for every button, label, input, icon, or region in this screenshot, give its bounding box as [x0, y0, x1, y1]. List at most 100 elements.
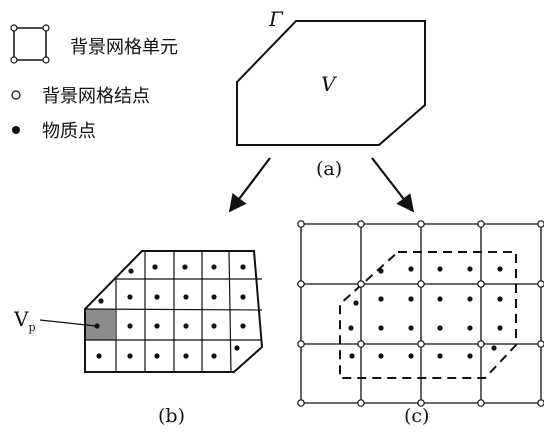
- panel-b-label: (b): [158, 405, 185, 427]
- grid-node: [537, 399, 544, 407]
- grid-node: [477, 399, 485, 407]
- grid-node: [537, 280, 544, 288]
- panel-c-grid-nodes: [297, 220, 544, 407]
- panel-c-label: (c): [404, 405, 429, 427]
- grid-node: [297, 280, 305, 288]
- material-point: [154, 323, 160, 329]
- grid-node: [477, 280, 485, 288]
- material-point: [211, 264, 217, 270]
- material-point: [437, 296, 443, 302]
- particle-volume-label: Vp: [13, 307, 36, 334]
- grid-node: [417, 280, 425, 288]
- material-point: [127, 323, 133, 329]
- grid-node: [537, 340, 544, 348]
- panel-c-material-points: [348, 266, 503, 359]
- material-point: [437, 353, 443, 359]
- material-point: [437, 266, 443, 272]
- material-point: [408, 353, 414, 359]
- grid-node: [357, 220, 365, 228]
- material-point: [497, 325, 503, 331]
- grid-node: [297, 399, 305, 407]
- particle-volume-symbol: V: [13, 307, 29, 331]
- material-point: [240, 264, 246, 270]
- material-point: [211, 353, 217, 359]
- grid-node: [537, 220, 544, 228]
- material-point: [211, 294, 217, 300]
- material-point: [378, 325, 384, 331]
- legend-label-grid-cell: 背景网格单元: [70, 37, 178, 58]
- panel-c: (c): [297, 220, 544, 427]
- legend-item-grid-node: 背景网格结点: [11, 86, 150, 107]
- arrow-to-panel-b: [228, 157, 271, 213]
- panel-a: Γ V (a): [236, 7, 426, 180]
- grid-node: [297, 340, 305, 348]
- material-point: [154, 353, 160, 359]
- grid-node: [297, 220, 305, 228]
- material-point: [183, 323, 189, 329]
- grid-node: [357, 399, 365, 407]
- panel-b-material-points: [94, 264, 246, 359]
- grid-node-icon: [11, 90, 21, 100]
- material-point: [408, 325, 414, 331]
- material-point: [378, 268, 384, 274]
- material-point: [127, 353, 133, 359]
- material-point: [491, 345, 497, 351]
- particle-volume-pointer: [39, 319, 97, 327]
- material-point: [234, 345, 240, 351]
- material-point: [497, 296, 503, 302]
- particle-volume-subscript: p: [28, 321, 35, 334]
- grid-node: [357, 340, 365, 348]
- material-point: [349, 353, 355, 359]
- particle-volume-cell: [85, 309, 115, 340]
- arrow-to-panel-c: [371, 157, 415, 213]
- material-point: [467, 266, 473, 272]
- material-point: [467, 325, 473, 331]
- grid-node: [477, 220, 485, 228]
- continuum-domain-outline: [236, 20, 426, 146]
- material-point: [378, 353, 384, 359]
- panel-b-cell-lines: [84, 250, 263, 373]
- panel-a-label: (a): [316, 158, 342, 180]
- material-point: [467, 296, 473, 302]
- background-grid: [300, 223, 542, 404]
- legend: 背景网格单元 背景网格结点 物质点: [10, 24, 178, 142]
- material-point: [128, 268, 134, 274]
- material-point: [182, 264, 188, 270]
- dashed-domain-outline: [339, 251, 517, 379]
- material-point: [240, 323, 246, 329]
- grid-node: [357, 280, 365, 288]
- grid-node: [417, 220, 425, 228]
- material-point: [437, 325, 443, 331]
- boundary-label: Γ: [268, 7, 284, 31]
- panel-b: Vp (b): [13, 250, 264, 427]
- material-point: [154, 294, 160, 300]
- material-point: [211, 323, 217, 329]
- material-point: [96, 353, 102, 359]
- material-point: [408, 266, 414, 272]
- grid-node: [417, 340, 425, 348]
- grid-node: [417, 399, 425, 407]
- material-point: [152, 264, 158, 270]
- material-point: [240, 294, 246, 300]
- material-point: [348, 325, 354, 331]
- material-point: [497, 266, 503, 272]
- material-point: [183, 353, 189, 359]
- domain-label: V: [321, 72, 338, 96]
- material-point: [183, 294, 189, 300]
- material-point: [378, 296, 384, 302]
- grid-cell-icon: [10, 24, 50, 64]
- material-point: [353, 300, 359, 306]
- legend-item-material-point: 物质点: [12, 121, 96, 142]
- material-point-icon: [12, 126, 20, 134]
- material-point: [98, 298, 104, 304]
- legend-item-grid-cell: 背景网格单元: [10, 24, 178, 64]
- discretized-domain-outline: [84, 250, 264, 373]
- legend-label-grid-node: 背景网格结点: [42, 86, 150, 107]
- grid-node: [477, 340, 485, 348]
- legend-label-material-point: 物质点: [42, 121, 96, 142]
- material-point: [467, 353, 473, 359]
- material-point: [127, 294, 133, 300]
- material-point: [408, 296, 414, 302]
- material-point: [94, 323, 100, 329]
